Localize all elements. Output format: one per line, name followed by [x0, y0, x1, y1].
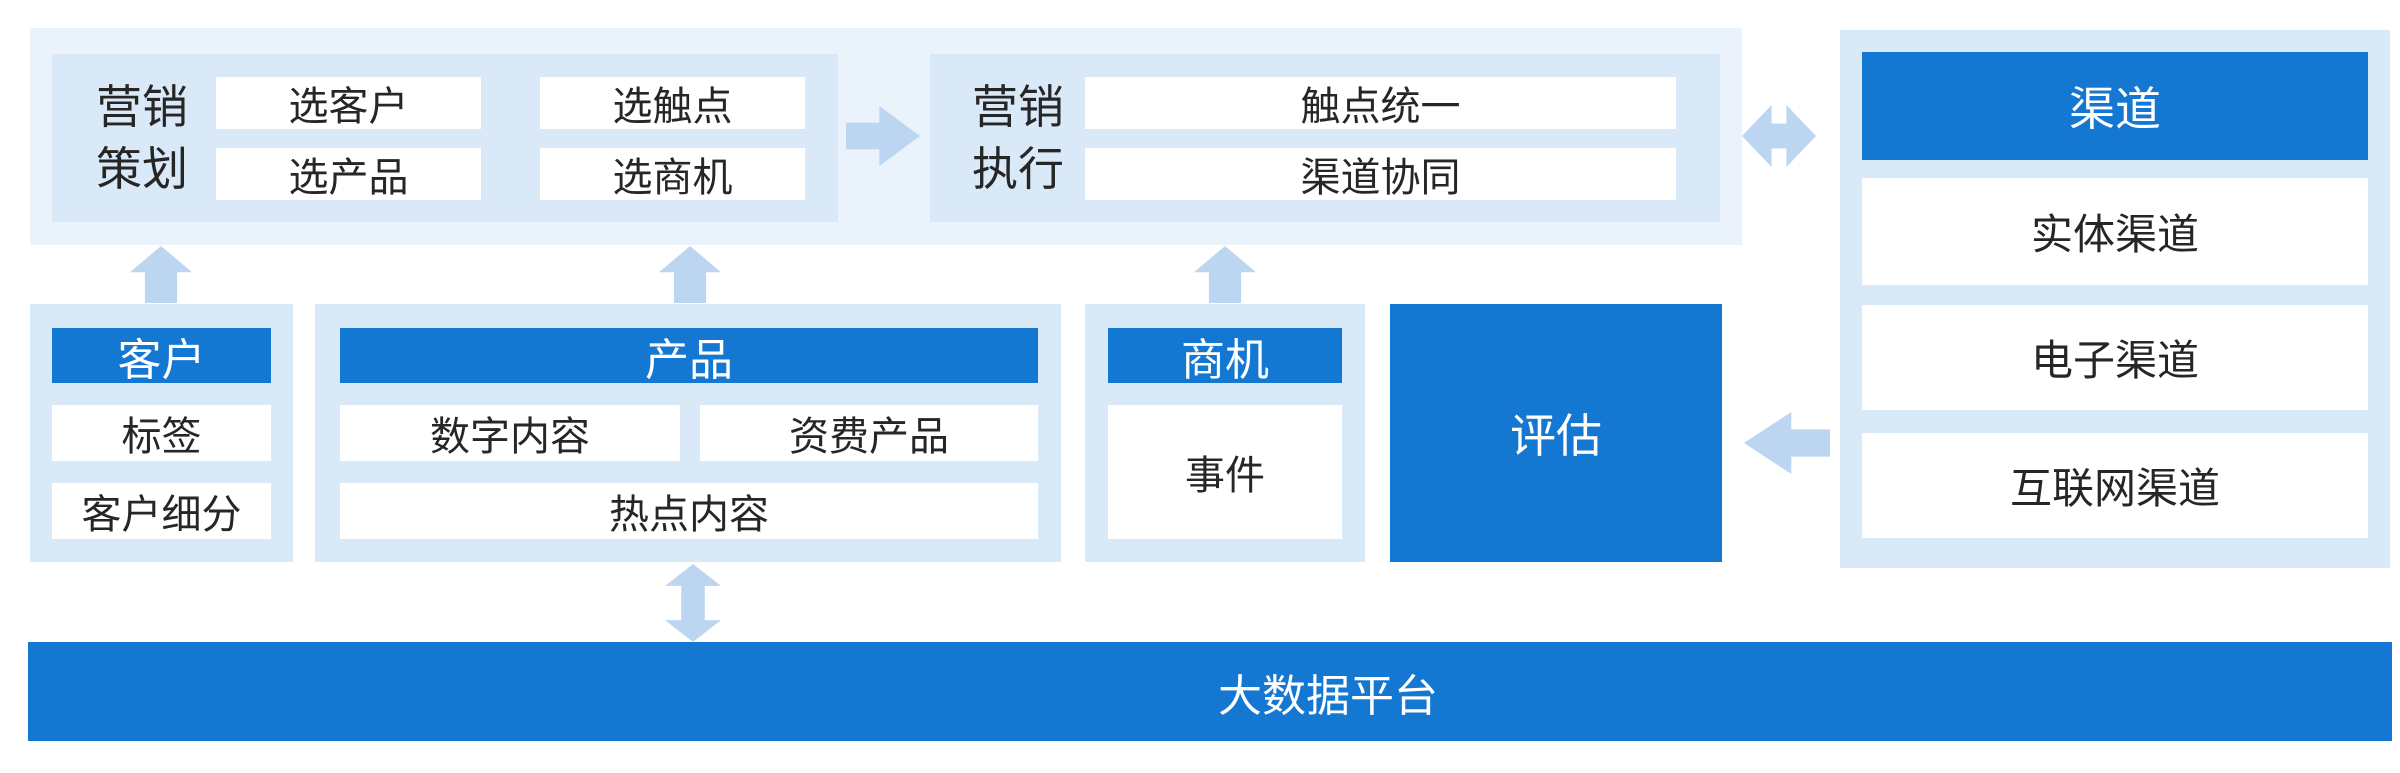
product-item-hot-content: 热点内容 [340, 483, 1038, 539]
arrow-up-product-icon [659, 246, 721, 303]
channel-container: 渠道 实体渠道 电子渠道 互联网渠道 [1840, 30, 2390, 568]
marketing-execution-label-line1: 营销 [972, 81, 1064, 133]
top-band: 营销 策划 选客户 选触点 选产品 选商机 营销 执行 触点统一 渠道协同 [30, 28, 1742, 245]
product-container: 产品 数字内容 资费产品 热点内容 [315, 304, 1061, 562]
marketing-execution-label-line2: 执行 [972, 143, 1064, 195]
marketing-planning-label: 营销 策划 [82, 54, 202, 222]
marketing-planning-label-line1: 营销 [96, 81, 188, 133]
planning-item-select-opportunity: 选商机 [540, 148, 805, 200]
marketing-planning-panel: 营销 策划 选客户 选触点 选产品 选商机 [52, 54, 838, 222]
marketing-execution-label: 营销 执行 [958, 54, 1078, 222]
execution-item-touchpoint-unification: 触点统一 [1085, 77, 1676, 129]
arrow-left-icon [1744, 412, 1830, 474]
arrow-left-right-icon [1742, 105, 1816, 167]
channel-item-internet: 互联网渠道 [1862, 433, 2368, 538]
customer-container: 客户 标签 客户细分 [30, 304, 293, 562]
opportunity-header: 商机 [1108, 328, 1342, 385]
arrow-up-opportunity-icon [1194, 246, 1256, 303]
big-data-platform-label: 大数据平台 [1218, 671, 1438, 721]
opportunity-item-events: 事件 [1108, 405, 1342, 539]
channel-header: 渠道 [1862, 52, 2368, 160]
product-item-digital-content: 数字内容 [340, 405, 680, 461]
marketing-execution-panel: 营销 执行 触点统一 渠道协同 [930, 54, 1720, 222]
channel-item-electronic: 电子渠道 [1862, 305, 2368, 410]
planning-item-select-product: 选产品 [216, 148, 481, 200]
arrow-up-down-icon [665, 564, 721, 642]
product-header: 产品 [340, 328, 1038, 385]
customer-item-tags: 标签 [52, 405, 271, 461]
customer-header: 客户 [52, 328, 271, 385]
customer-item-segmentation: 客户细分 [52, 483, 271, 539]
arrow-up-customer-icon [130, 246, 192, 303]
execution-item-channel-coordination: 渠道协同 [1085, 148, 1676, 200]
planning-item-select-customer: 选客户 [216, 77, 481, 129]
evaluation-block: 评估 [1390, 304, 1722, 562]
channel-item-physical: 实体渠道 [1862, 178, 2368, 285]
product-item-tariff-products: 资费产品 [700, 405, 1038, 461]
opportunity-container: 商机 事件 [1085, 304, 1365, 562]
big-data-platform-bar: 大数据平台 [28, 642, 2392, 741]
arrow-right-icon [846, 106, 920, 166]
planning-item-select-touchpoint: 选触点 [540, 77, 805, 129]
marketing-planning-label-line2: 策划 [96, 143, 188, 195]
